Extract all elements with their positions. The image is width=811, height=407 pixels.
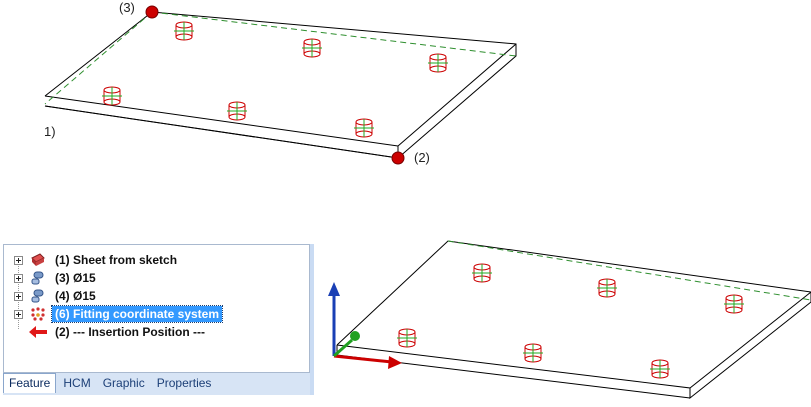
expand-icon[interactable] <box>14 309 23 319</box>
top-sheet-dashed-edge <box>44 11 517 105</box>
expand-icon[interactable] <box>14 255 23 265</box>
bottom-sheet-dashed-edge <box>447 240 811 301</box>
point-2-marker[interactable] <box>391 151 405 165</box>
feature-tree: (1) Sheet from sketch (3) Ø15 (4) Ø15 (6… <box>8 251 305 341</box>
panel-tabs: Feature HCM Graphic Properties <box>3 373 218 393</box>
tab-graphic[interactable]: Graphic <box>102 376 145 390</box>
tab-feature[interactable]: Feature <box>3 373 57 393</box>
bore-icon <box>29 288 47 304</box>
point-3-marker[interactable] <box>145 5 159 19</box>
tree-item-label: (3) Ø15 <box>55 271 96 285</box>
tree-item-label: (4) Ø15 <box>55 289 96 303</box>
expand-icon[interactable] <box>14 273 23 283</box>
expand-icon[interactable] <box>14 291 23 301</box>
tree-item-label: (1) Sheet from sketch <box>55 253 178 267</box>
pattern-icon <box>29 306 47 322</box>
hole-marker <box>428 53 448 73</box>
hole-marker <box>227 101 247 121</box>
red-arrow-icon <box>29 324 47 340</box>
callout-point-3: (3) <box>119 0 135 15</box>
callout-point-1: 1) <box>44 124 56 139</box>
tab-hcm[interactable]: HCM <box>63 376 91 390</box>
sheet-icon <box>29 252 47 268</box>
hole-marker <box>397 328 417 348</box>
tree-item-label: (6) Fitting coordinate system <box>50 305 224 323</box>
tab-bar <box>3 372 310 395</box>
coordinate-system-axes[interactable] <box>328 282 402 369</box>
tree-item-fitting-coordinate-system[interactable]: (6) Fitting coordinate system <box>8 305 305 323</box>
hole-marker <box>354 118 374 138</box>
tree-item-bore-3[interactable]: (3) Ø15 <box>8 269 305 287</box>
hole-marker <box>102 86 122 106</box>
bottom-sheet-plate <box>336 240 811 400</box>
hole-marker <box>597 278 617 298</box>
hole-marker <box>724 294 744 314</box>
top-sheet-plate <box>44 11 517 159</box>
bore-icon <box>29 270 47 286</box>
tree-item-label: (2) --- Insertion Position --- <box>55 325 205 339</box>
panel-splitter[interactable] <box>309 244 314 395</box>
hole-marker <box>472 263 492 283</box>
hole-marker <box>174 21 194 41</box>
hole-marker <box>302 38 322 58</box>
tab-properties[interactable]: Properties <box>156 376 212 390</box>
hole-marker <box>523 343 543 363</box>
tree-item-insertion-position[interactable]: (2) --- Insertion Position --- <box>8 323 305 341</box>
feature-tree-panel: (1) Sheet from sketch (3) Ø15 (4) Ø15 (6… <box>3 244 310 395</box>
callout-point-2: (2) <box>414 150 430 165</box>
tree-item-bore-4[interactable]: (4) Ø15 <box>8 287 305 305</box>
tree-item-sheet-from-sketch[interactable]: (1) Sheet from sketch <box>8 251 305 269</box>
hole-marker <box>650 359 670 379</box>
